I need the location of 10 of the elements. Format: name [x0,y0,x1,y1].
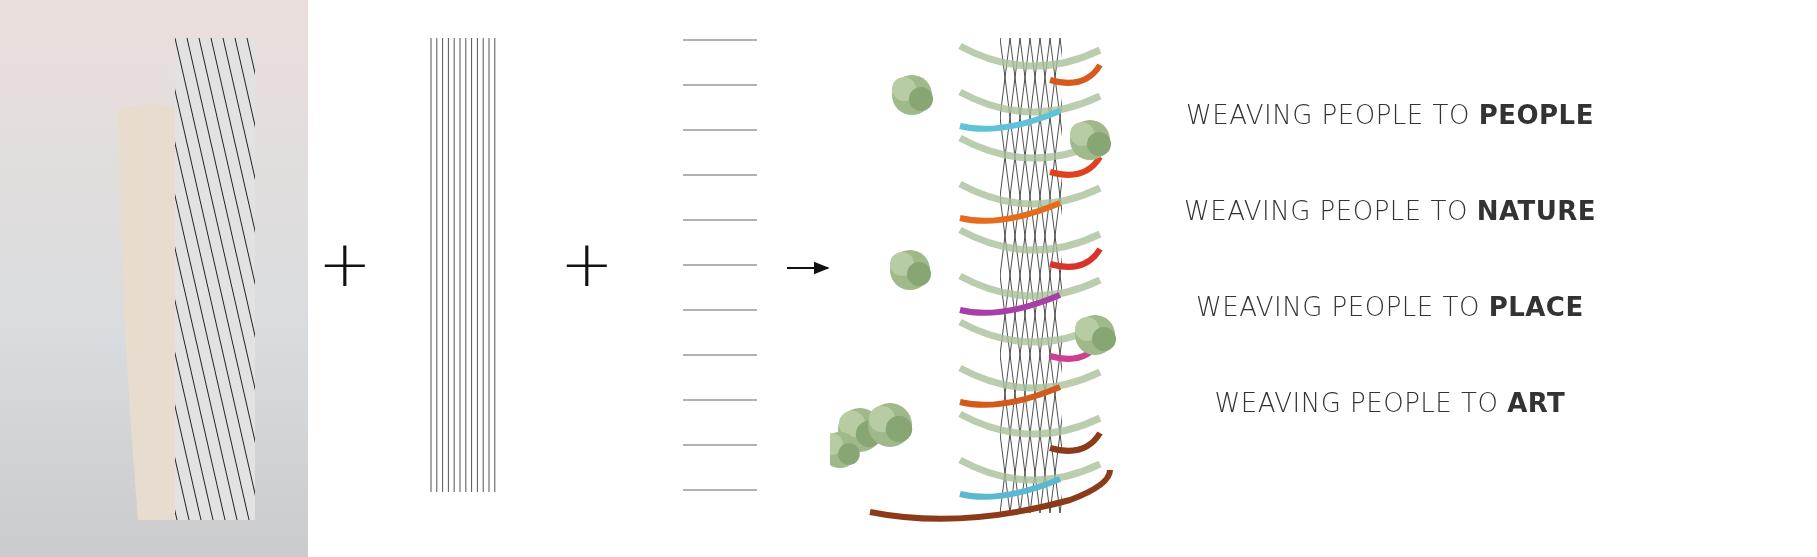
plus-sign: + [318,232,372,296]
slogan-text: WEAVING PEOPLE TO PLACE [1196,292,1584,322]
slogan-text: WEAVING PEOPLE TO NATURE [1184,196,1597,226]
arrow [786,261,830,275]
horizontal-lines-drawing [683,38,757,492]
slogan-text: WEAVING PEOPLE TO ART [1214,388,1566,418]
vertical-lines-drawing [428,38,498,492]
plus-sign: + [560,232,614,296]
slogan-text: WEAVING PEOPLE TO PEOPLE [1186,100,1594,130]
building-photo [0,0,308,557]
